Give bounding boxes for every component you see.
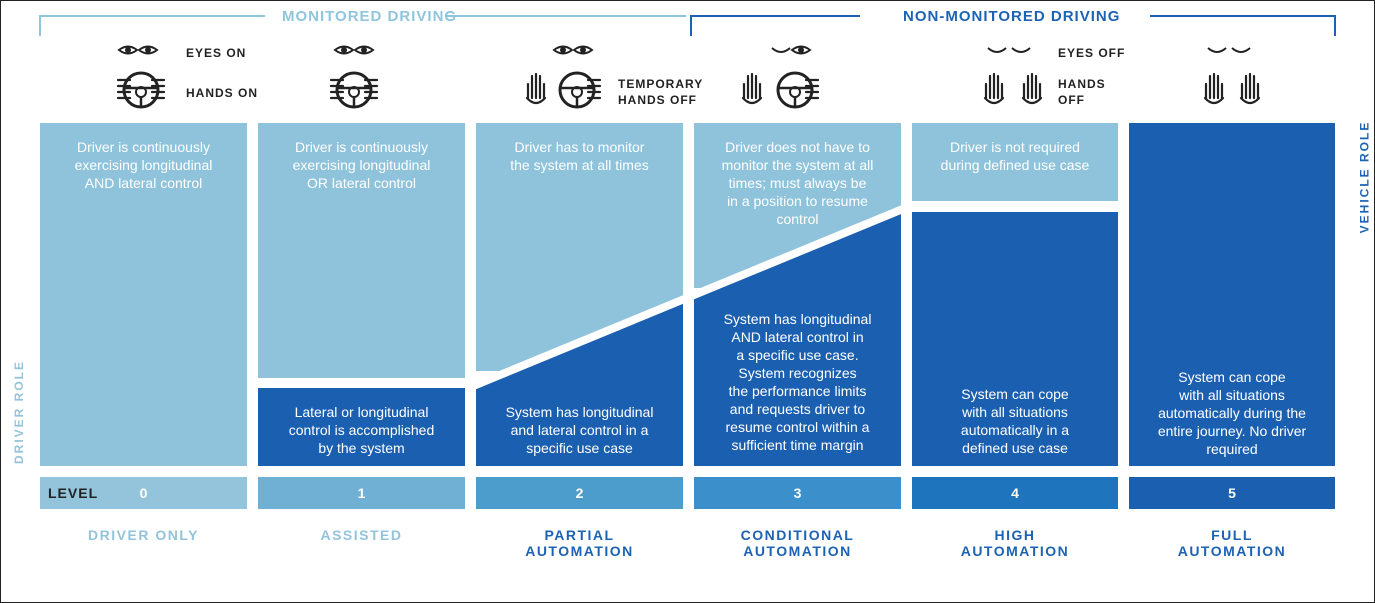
driver-role-line: exercising longitudinal: [74, 157, 213, 173]
driver-role-line: Driver does not have to: [725, 139, 870, 155]
vehicle-role-line: by the system: [318, 440, 405, 456]
level-number: 0: [139, 485, 148, 501]
driver-role-line: exercising longitudinal: [292, 157, 431, 173]
level-name-1: ASSISTED: [258, 527, 465, 543]
vehicle-role-line: and lateral control in a: [510, 422, 649, 438]
level-bar-0: 0: [40, 477, 247, 509]
vehicle-role-line: System has longitudinal: [505, 404, 654, 420]
vehicle-role-text-level-4: System can cope with all situations automa…: [912, 385, 1118, 457]
vehicle-role-line: and requests driver to: [729, 401, 866, 417]
driver-role-line: Driver has to monitor: [514, 139, 645, 155]
level-number: 2: [575, 485, 584, 501]
level-number: 1: [357, 485, 366, 501]
level-bar-5: 5: [1129, 477, 1335, 509]
monitored-bracket: [39, 15, 1336, 36]
vehicle-role-line: automatically during the: [1158, 405, 1306, 421]
driver-role-text-level-3: Driver does not have to monitor the syste…: [694, 138, 901, 228]
eyes-off-label: EYES OFF: [1058, 46, 1126, 60]
vehicle-role-line: the performance limits: [728, 383, 867, 399]
driver-role-line: AND lateral control: [84, 175, 203, 191]
level-number: 5: [1228, 485, 1236, 501]
system-panel-level-2: [476, 298, 683, 466]
level-number: 4: [1011, 485, 1019, 501]
level-name-line-1: ASSISTED: [320, 527, 403, 543]
driver-role-line: in a position to resume: [727, 193, 868, 209]
level-number: 3: [793, 485, 802, 501]
driver-role-line: control: [776, 211, 819, 227]
driver-role-line: monitor the system at all: [721, 157, 874, 173]
driver-role-text-level-2: Driver has to monitor the system at all t…: [476, 138, 683, 174]
driver-role-text-level-1: Driver is continuously exercising longitu…: [258, 138, 465, 192]
level-name-line-1: DRIVER ONLY: [88, 527, 199, 543]
level-name-line-1: FULL: [1211, 527, 1253, 543]
level-name-line-2: AUTOMATION: [960, 543, 1070, 559]
vehicle-role-text-level-2: System has longitudinal and lateral contr…: [476, 403, 683, 457]
vehicle-role-line: a specific use case.: [736, 347, 859, 363]
vehicle-role-line: System recognizes: [738, 365, 857, 381]
vehicle-role-text-level-1: Lateral or longitudinal control is accomp…: [258, 403, 465, 457]
vehicle-role-text-level-5: System can cope with all situations automa…: [1129, 368, 1335, 458]
temporary-hands-off-label: HANDS OFF: [618, 93, 697, 107]
vehicle-role-line: automatically in a: [960, 422, 1070, 438]
system-panel-level-4: [912, 212, 1118, 466]
level-bar-4: 4: [912, 477, 1118, 509]
system-panel-level-1: [258, 388, 465, 466]
vehicle-role-line: System can cope: [1178, 369, 1286, 385]
vehicle-role-line: specific use case: [526, 440, 633, 456]
vehicle-role-line: with all situations: [962, 404, 1068, 420]
level-name-line-1: HIGH: [994, 527, 1036, 543]
level-bar-2: 2: [476, 477, 683, 509]
driver-role-line: the system at all times: [510, 157, 649, 173]
driver-role-line: times; must always be: [728, 175, 867, 191]
off-label: OFF: [1058, 93, 1085, 107]
level-name-0: DRIVER ONLY: [40, 527, 247, 543]
level-bar-1: 1: [258, 477, 465, 509]
vehicle-role-line: AND lateral control in: [731, 329, 864, 345]
driver-panel-level-1: [258, 123, 465, 378]
driver-role-line: during defined use case: [940, 157, 1090, 173]
vehicle-role-line: sufficient time margin: [731, 437, 864, 453]
non-monitored-driving-header: NON-MONITORED DRIVING: [903, 8, 1121, 25]
level-name-line-2: AUTOMATION: [743, 543, 852, 559]
driver-role-line: Driver is continuously: [294, 139, 429, 155]
driver-panel-level-0: [40, 123, 247, 466]
vehicle-role-line: resume control within a: [725, 419, 870, 435]
driver-role-line: Driver is continuously: [76, 139, 211, 155]
level-bar-3: 3: [694, 477, 901, 509]
level-word: LEVEL: [48, 485, 99, 501]
driver-role-line: Driver is not required: [950, 139, 1080, 155]
vehicle-role-line: defined use case: [962, 440, 1068, 456]
level-name-line-2: AUTOMATION: [525, 543, 634, 559]
driver-role-text-level-0: Driver is continuously exercising longitu…: [40, 138, 247, 192]
vehicle-role-line: control is accomplished: [288, 422, 435, 438]
vehicle-role-line: System has longitudinal: [723, 311, 872, 327]
system-panel-level-5: [1129, 123, 1335, 466]
level-name-line-2: AUTOMATION: [1177, 543, 1287, 559]
vehicle-role-axis-label: VEHICLE ROLE: [1357, 120, 1372, 234]
hands-on-label: HANDS ON: [186, 86, 259, 100]
monitored-driving-header: MONITORED DRIVING: [282, 8, 458, 25]
level-name-line-1: PARTIAL: [544, 527, 615, 543]
vehicle-role-line: required: [1206, 441, 1258, 457]
driver-panel-level-4: [912, 123, 1118, 201]
hands-label: HANDS: [1058, 77, 1106, 91]
driver-role-line: OR lateral control: [307, 175, 416, 191]
vehicle-role-line: with all situations: [1179, 387, 1285, 403]
temporary-label: TEMPORARY: [618, 77, 704, 91]
eyes-on-label: EYES ON: [186, 46, 247, 60]
vehicle-role-line: entire journey. No driver: [1157, 423, 1307, 439]
vehicle-role-line: System can cope: [961, 386, 1069, 402]
driver-role-axis-label: DRIVER ROLE: [12, 359, 27, 465]
level-name-line-1: CONDITIONAL: [740, 527, 855, 543]
vehicle-role-line: Lateral or longitudinal: [294, 404, 429, 420]
driver-role-text-level-4: Driver is not required during defined use…: [912, 138, 1118, 174]
